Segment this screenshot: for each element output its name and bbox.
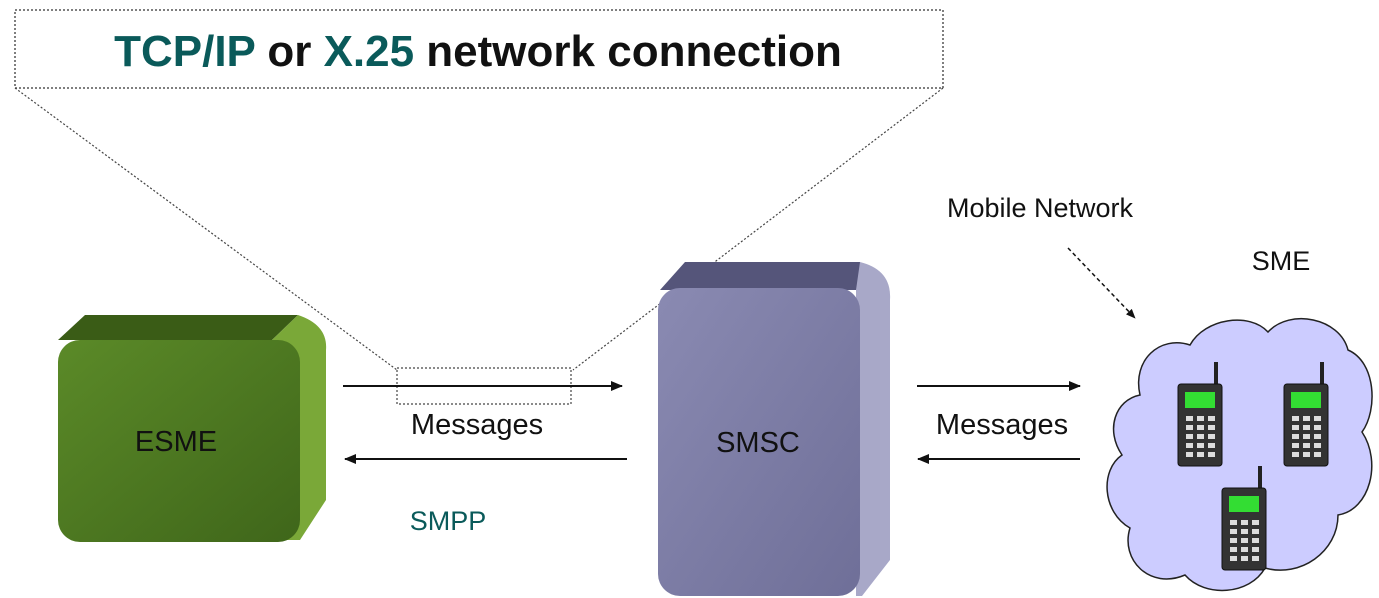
mobile-phone-icon-1 <box>1177 362 1223 467</box>
right-messages-label: Messages <box>936 409 1068 441</box>
esme-block: ESME <box>58 315 327 542</box>
callout-leader-right <box>572 87 944 371</box>
smpp-label: SMPP <box>410 506 487 536</box>
esme-front-face <box>58 340 300 542</box>
callout-title: TCP/IP or X.25 network connection <box>114 27 842 76</box>
esme-top-bevel <box>58 315 298 340</box>
mobile-phone-icon-2 <box>1283 362 1329 467</box>
mobile-phone-icon-3 <box>1221 466 1267 571</box>
callout-rest: network connection <box>414 27 842 76</box>
mobile-network-label: Mobile Network <box>947 193 1134 223</box>
smsc-label: SMSC <box>716 427 800 459</box>
mobile-network-pointer <box>1067 247 1136 319</box>
callout-or: or <box>255 27 323 76</box>
sme-label: SME <box>1252 246 1311 276</box>
smsc-side-bevel <box>856 262 891 596</box>
smsc-block: SMSC <box>658 262 891 596</box>
callout-tcpip: TCP/IP <box>114 27 255 76</box>
callout-box <box>14 9 944 89</box>
esme-label: ESME <box>135 426 217 458</box>
network-connection-callout: TCP/IP or X.25 network connection <box>14 9 944 405</box>
callout-leader-left <box>14 87 398 371</box>
callout-x25: X.25 <box>324 27 415 76</box>
smsc-top-bevel <box>660 262 860 290</box>
left-messages-label: Messages <box>411 409 543 441</box>
smsc-front-face <box>658 288 860 596</box>
